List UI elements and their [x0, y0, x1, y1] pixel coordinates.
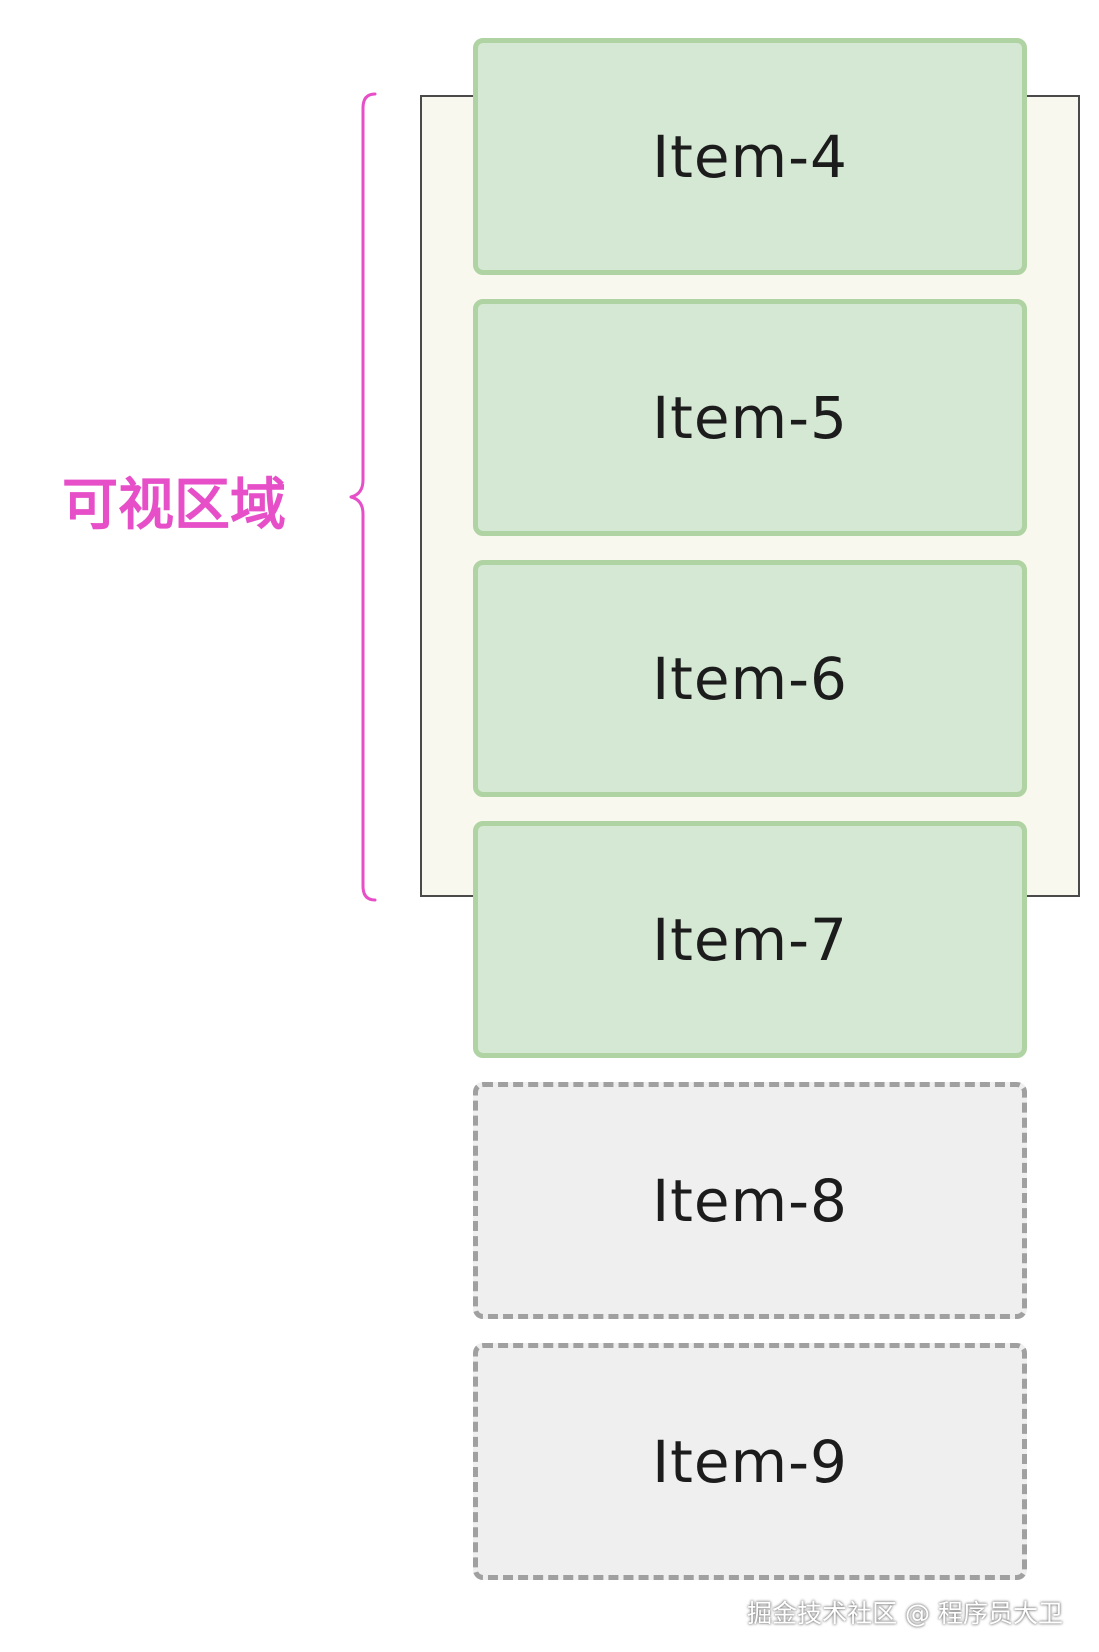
list-item-rendered: Item-7 — [473, 821, 1027, 1058]
viewport-brace-icon — [349, 92, 377, 902]
item-label: Item-8 — [652, 1166, 848, 1235]
list-item-buffered: Item-9 — [473, 1343, 1027, 1580]
item-label: Item-9 — [652, 1427, 848, 1496]
watermark: 掘金技术社区 @ 程序员大卫 — [747, 1599, 1063, 1628]
item-label: Item-5 — [652, 383, 848, 452]
item-label: Item-6 — [652, 644, 848, 713]
item-label: Item-7 — [652, 905, 848, 974]
viewport-label: 可视区域 — [62, 473, 286, 538]
list-item-rendered: Item-6 — [473, 560, 1027, 797]
list-item-buffered: Item-8 — [473, 1082, 1027, 1319]
item-label: Item-4 — [652, 122, 848, 191]
list-item-rendered: Item-4 — [473, 38, 1027, 275]
list-item-rendered: Item-5 — [473, 299, 1027, 536]
